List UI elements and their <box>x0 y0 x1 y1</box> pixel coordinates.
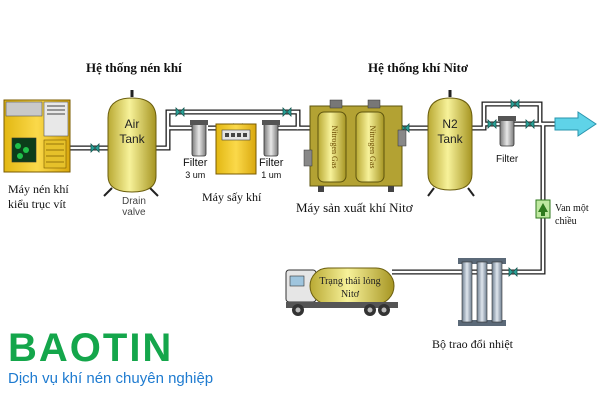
filter-3um-line1: Filter <box>183 157 208 169</box>
filter-icon <box>262 120 280 157</box>
filter-1um-line2: 1 um <box>261 170 282 180</box>
screw-compressor-icon <box>3 99 71 173</box>
air-tank-icon <box>103 90 159 197</box>
n2-tank-label-2: Tank <box>437 132 463 146</box>
n2-tank-label-1: N2 <box>442 117 458 131</box>
compressor-caption-line2: kiểu trục vít <box>8 197 66 211</box>
nitrogen-system-heading: Hệ thống khí Nitơ <box>368 60 469 75</box>
air-tank-label-1: Air <box>125 117 140 131</box>
drain-valve-caption: Drain valve <box>122 196 146 218</box>
generator-tower-text-2: Nitrogen Gas <box>368 126 377 169</box>
nitrogen-generator-caption: Máy sản xuất khí Nitơ <box>296 200 413 215</box>
drain-valve-line1: Drain <box>122 196 146 207</box>
compressed-air-system-heading: Hệ thống nén khí <box>86 60 182 75</box>
heat-exchanger-caption: Bộ trao đổi nhiệt <box>432 337 513 351</box>
brand-logo: BAOTIN <box>8 326 174 370</box>
air-tank-label-2: Tank <box>119 132 145 146</box>
air-dryer-icon <box>215 123 257 175</box>
generator-tower-text-1: Nitrogen Gas <box>330 126 339 169</box>
check-valve-icon <box>535 199 551 219</box>
nitrogen-generator-icon <box>303 99 407 192</box>
truck-label-2: Nitơ <box>341 289 360 300</box>
compressor-caption-line1: Máy nén khí <box>8 182 69 196</box>
filter-3um-line2: 3 um <box>185 170 206 180</box>
n2-tank-icon <box>427 90 475 197</box>
brand-tagline: Dịch vụ khí nén chuyên nghiệp <box>8 370 214 387</box>
check-valve-caption: Van một chiều <box>555 202 589 228</box>
filter-3um-caption: Filter 3 um <box>183 157 207 181</box>
nitrogen-truck-icon <box>285 267 398 316</box>
filter-icon <box>498 116 516 147</box>
drain-valve-line2: valve <box>122 207 146 218</box>
check-valve-line1: Van một <box>555 203 589 214</box>
filter-icon <box>190 120 208 157</box>
filter-1um-line1: Filter <box>259 157 284 169</box>
compressor-caption: Máy nén khí kiểu trục vít <box>8 182 69 212</box>
air-dryer-caption: Máy sấy khí <box>202 190 262 204</box>
brand-block: BAOTIN Dịch vụ khí nén chuyên nghiệp <box>8 328 213 387</box>
truck-label-1: Trạng thái lỏng <box>319 276 380 287</box>
output-filter-caption: Filter <box>496 154 519 165</box>
filter-1um-caption: Filter 1 um <box>259 157 283 181</box>
nitrogen-output-arrow <box>554 111 597 137</box>
heat-exchanger-icon <box>458 258 506 326</box>
check-valve-line2: chiều <box>555 216 577 227</box>
